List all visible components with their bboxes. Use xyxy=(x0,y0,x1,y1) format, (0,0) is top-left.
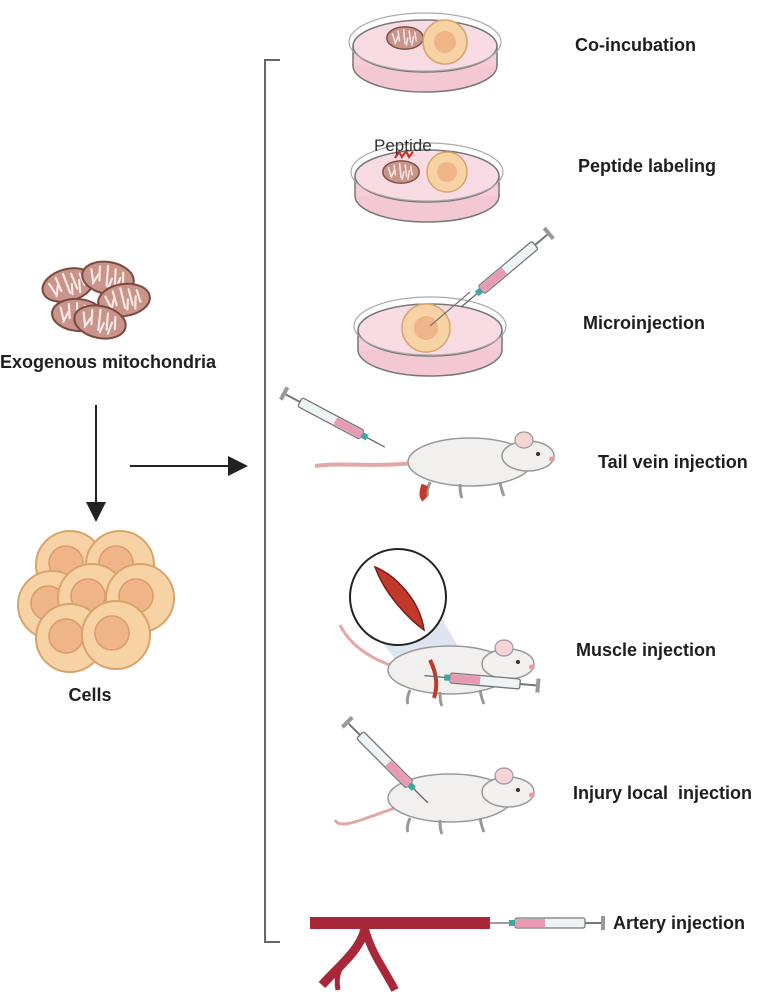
coincubation-dish-icon xyxy=(348,12,502,93)
tail-vein-mouse-icon xyxy=(314,430,557,502)
microinjection-syringe-icon xyxy=(455,225,556,314)
method-label-muscle: Muscle injection xyxy=(576,640,717,660)
peptide-dish-icon xyxy=(350,142,504,223)
muscle-mouse-icon xyxy=(338,624,537,708)
mitochondria-cluster-icon xyxy=(37,256,154,345)
method-bracket xyxy=(264,59,280,943)
peptide-tag-label: Peptide xyxy=(374,136,432,155)
method-label-peptide: Peptide labeling xyxy=(578,156,717,176)
method-label-microinjection: Microinjection xyxy=(583,313,706,333)
microinjection-dish-icon xyxy=(353,291,507,377)
muscle-magnifier-icon xyxy=(349,548,460,665)
cells-label: Cells xyxy=(68,685,112,705)
cells-cluster-icon xyxy=(17,530,175,673)
tail-vein-syringe-icon xyxy=(278,385,390,455)
method-label-coincubation: Co-incubation xyxy=(575,35,696,55)
injury-mouse-icon xyxy=(333,766,537,836)
injury-syringe-icon xyxy=(339,714,434,809)
artery-vessel-icon xyxy=(310,917,490,992)
method-label-tailvein: Tail vein injection xyxy=(598,452,748,472)
artery-syringe-icon xyxy=(488,915,606,931)
method-label-injury: Injury local injection xyxy=(573,783,753,803)
method-label-artery: Artery injection xyxy=(613,913,746,933)
source-label: Exogenous mitochondria xyxy=(0,352,217,372)
